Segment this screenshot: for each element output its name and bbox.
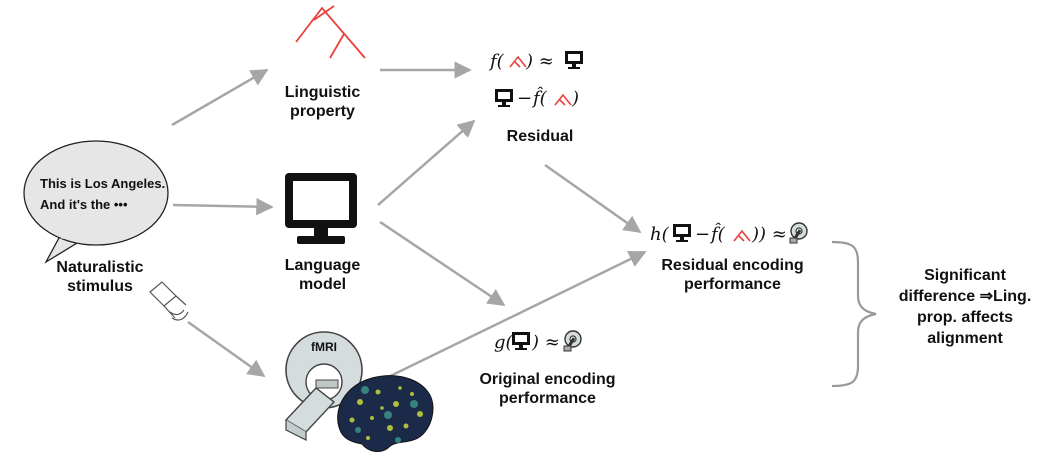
arrow-fmri-to-encoding (377, 250, 647, 384)
arrow-model-to-original (379, 220, 506, 307)
residual-label: Residual (506, 128, 574, 145)
monitor-icon (495, 89, 513, 107)
monitor-icon (565, 51, 583, 69)
residual-f: f( (490, 51, 504, 72)
tree-icon (509, 56, 527, 68)
conclusion-text: Significant difference ⇒Ling. prop. affe… (880, 265, 1050, 349)
arrow-residual-to-encoding (544, 163, 642, 234)
fmri-tag: fMRI (311, 340, 337, 354)
brain-probe-icon (788, 221, 809, 245)
tree-icon (554, 94, 572, 106)
speech-bubble-icon (23, 140, 169, 264)
linguistic-label-line-1: Linguistic (284, 84, 361, 101)
model-label-line-2: model (298, 276, 347, 293)
monitor-icon (285, 173, 357, 244)
stimulus-label-line-1: Naturalistic (56, 259, 144, 276)
bubble-line-1: This is Los Angeles. (40, 176, 166, 191)
encoding-minus: − (695, 224, 711, 245)
residual-approx: ) ≈ (526, 51, 554, 72)
residual-encoding-label-line-1: Residual encoding (661, 257, 804, 274)
monitor-icon (512, 332, 530, 350)
model-label: Language model (255, 256, 390, 294)
original-g: g( (494, 332, 513, 353)
arrows (171, 61, 647, 384)
conclusion-line-4: alignment (927, 330, 1003, 347)
original-encoding-label-line-2: performance (499, 390, 596, 407)
monitor-icon (673, 224, 691, 242)
arrow-stimulus-to-fmri (187, 320, 266, 378)
tree-icon (295, 5, 366, 59)
brain-probe-icon (562, 329, 583, 353)
original-encoding-label-line-1: Original encoding (479, 371, 616, 388)
brain-icon (337, 375, 434, 452)
model-label-line-1: Language (284, 257, 361, 274)
conclusion-line-2: difference ⇒Ling. (898, 288, 1032, 305)
stimulus-label: Naturalistic stimulus (20, 258, 180, 296)
residual-encoding-label-line-2: performance (684, 276, 781, 293)
encoding-close: )) ≈ (752, 224, 787, 245)
arrow-stimulus-to-model (172, 197, 274, 216)
encoding-fhat: f̂( (711, 224, 725, 245)
encoding-h: h( (650, 224, 669, 245)
residual-fhat: f̂( (533, 88, 547, 109)
original-close: ) ≈ (532, 332, 560, 353)
conclusion-line-3: prop. affects (916, 309, 1013, 326)
residual-encoding-label: Residual encoding performance (630, 256, 835, 294)
linguistic-label-line-2: property (290, 103, 355, 120)
stimulus-label-line-2: stimulus (67, 278, 133, 295)
bubble-line-2: And it's the ••• (40, 197, 128, 212)
speaker-icon (149, 281, 189, 321)
residual-close: ) (572, 88, 580, 109)
curly-brace (831, 240, 877, 388)
tree-icon (733, 230, 751, 242)
arrow-model-to-residual (377, 119, 476, 206)
conclusion-line-1: Significant (924, 267, 1006, 284)
arrow-stimulus-to-linguistic (171, 68, 269, 127)
original-encoding-label: Original encoding performance (450, 370, 645, 408)
residual-minus: − (517, 88, 533, 109)
fmri-scanner-icon (284, 331, 363, 441)
linguistic-label: Linguistic property (255, 83, 390, 121)
